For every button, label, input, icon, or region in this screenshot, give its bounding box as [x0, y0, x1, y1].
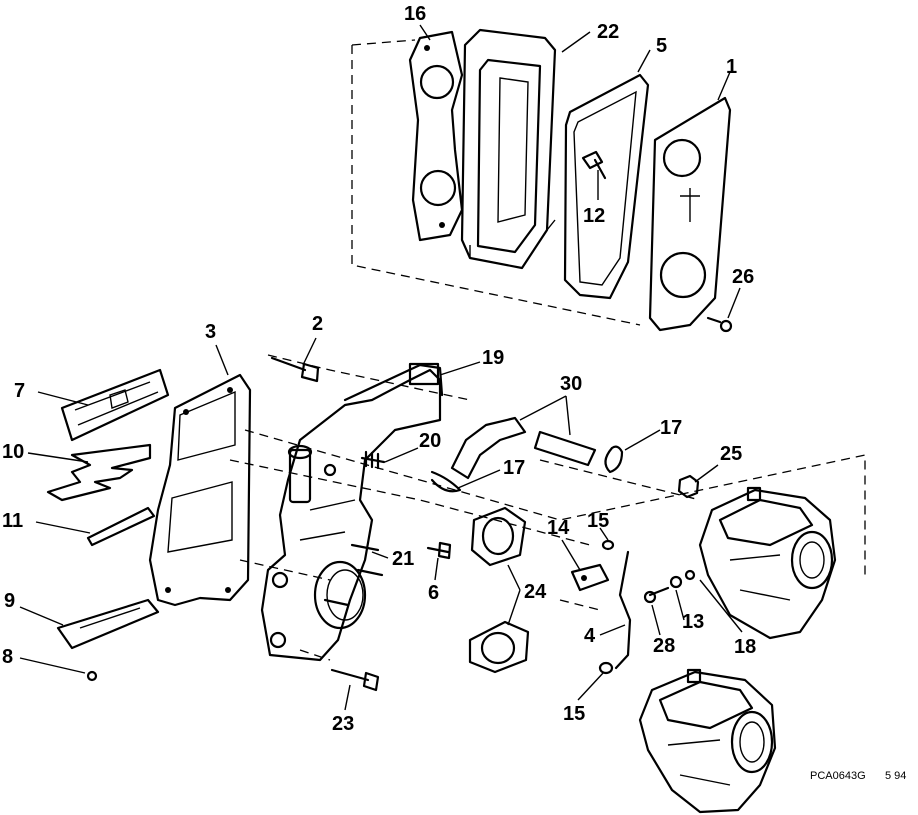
callout-30: 30 [560, 373, 582, 395]
callout-12: 12 [583, 205, 605, 227]
callout-22: 22 [597, 21, 619, 43]
callout-28: 28 [653, 635, 675, 657]
callout-21: 21 [392, 548, 414, 570]
part-4-link [614, 550, 632, 670]
part-6-screw [426, 541, 452, 560]
callout-2: 2 [312, 313, 323, 335]
callout-16: 16 [404, 3, 426, 25]
callout-11: 11 [2, 510, 23, 532]
callout-24: 24 [524, 581, 547, 603]
part-8-screw [86, 670, 98, 682]
part-26-screw [706, 316, 733, 333]
callout-3: 3 [205, 321, 216, 343]
part-10-reed-petals [46, 443, 152, 502]
part-2-bolt [270, 356, 320, 383]
carburetor-lower [638, 668, 777, 814]
callout-23: 23 [332, 713, 354, 735]
part-12-screw [581, 150, 607, 180]
part-9-plate [56, 598, 160, 650]
callout-7: 7 [14, 380, 25, 402]
part-18-washer [684, 569, 696, 581]
callout-15-lower: 15 [563, 703, 585, 725]
callout-9: 9 [4, 590, 15, 612]
callout-labels: 16 22 5 1 12 26 2 3 19 30 17 7 20 17 25 … [2, 3, 756, 735]
callout-20: 20 [419, 430, 441, 452]
leader-lines [19, 24, 743, 711]
intake-manifold [260, 362, 444, 662]
part-17-clamps [430, 445, 624, 493]
part-24-gaskets [468, 506, 530, 674]
callout-4: 4 [584, 625, 596, 647]
part-11-reed-stop [86, 506, 156, 547]
assembly-lines [229, 39, 866, 661]
part-16-gasket [408, 30, 464, 242]
part-15-fittings [598, 539, 615, 675]
part-30-hoses [450, 416, 597, 480]
part-7-reed-block [60, 368, 170, 442]
callout-5: 5 [656, 35, 667, 57]
part-25-nut [677, 474, 700, 499]
part-1-silencer-base [648, 96, 732, 332]
callout-14: 14 [547, 517, 570, 539]
callout-19: 19 [482, 347, 504, 369]
callout-15-upper: 15 [587, 510, 609, 532]
part-14-bracket [570, 563, 610, 592]
figure-code: PCA0643G [810, 770, 866, 782]
callout-25: 25 [720, 443, 742, 465]
part-22-plate [460, 28, 557, 270]
part-21-studs [323, 543, 384, 607]
part-28-screw [643, 586, 670, 604]
part-20-stud [360, 450, 386, 470]
part-5-gasket [563, 73, 650, 300]
callout-13: 13 [682, 611, 704, 633]
callout-8: 8 [2, 646, 13, 668]
callout-26: 26 [732, 266, 754, 288]
part-13-washer [669, 575, 683, 589]
callout-17-lower: 17 [503, 457, 525, 479]
callout-1: 1 [726, 56, 737, 78]
callout-10: 10 [2, 441, 24, 463]
carburetor-upper [698, 486, 837, 640]
callout-18: 18 [734, 636, 756, 658]
callout-17-upper: 17 [660, 417, 682, 439]
figure-date: 5 94 [885, 770, 906, 782]
part-23-bolt [330, 668, 380, 692]
part-3-gasket [148, 373, 252, 607]
callout-6: 6 [428, 582, 439, 604]
